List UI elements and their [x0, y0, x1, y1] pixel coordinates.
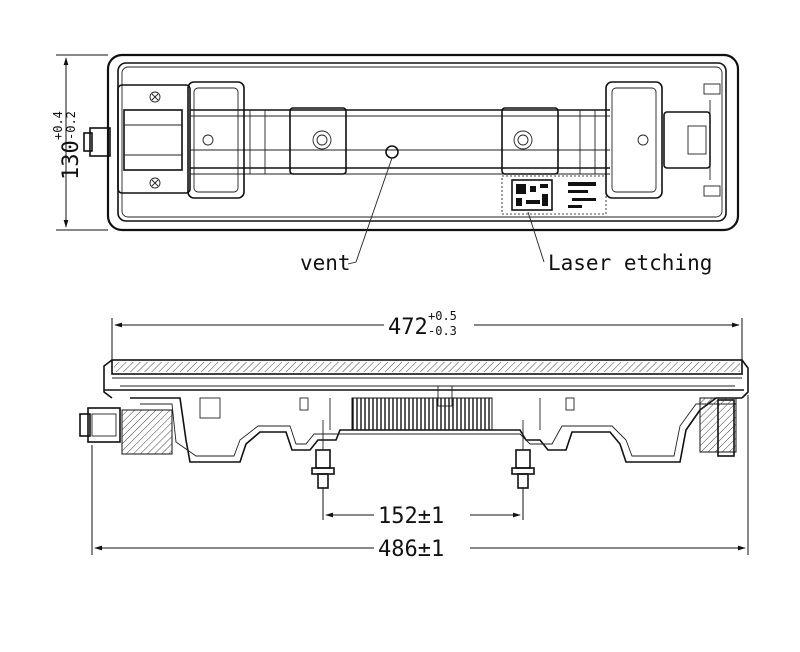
- laser-leader: [527, 211, 545, 263]
- mount-stud-left: [311, 420, 335, 489]
- mount-block-right: [501, 107, 559, 175]
- heatsink-fins: [351, 397, 493, 431]
- end-block-left: [187, 81, 245, 199]
- vent-leader: [347, 157, 393, 265]
- connector-side-left: [79, 407, 173, 455]
- mount-stud-right: [511, 420, 535, 489]
- mount-block-left: [289, 107, 347, 175]
- length-tol-plus: +0.5: [428, 309, 457, 323]
- latch-side-right: [699, 397, 737, 457]
- mount-spacing-value: 152±1: [378, 504, 444, 529]
- end-block-right: [605, 81, 663, 199]
- top-view: vent Laser etching 130 +0.4 -0.2: [51, 53, 740, 275]
- side-view: 472 +0.5 -0.3 152±1 486±1: [79, 309, 749, 562]
- height-nominal: 130: [59, 140, 84, 180]
- height-tol-plus: +0.4: [51, 111, 65, 140]
- latch-right: [663, 83, 721, 197]
- top-plate: [111, 359, 743, 375]
- body-section: [130, 397, 742, 463]
- connector-left: [83, 84, 191, 194]
- vent-hole: [385, 145, 399, 159]
- laser-etching-area: [501, 175, 607, 215]
- length-nominal: 472: [388, 315, 428, 340]
- mount-spacing-dimension: 152±1: [322, 488, 524, 529]
- height-tol-minus: -0.2: [64, 111, 78, 140]
- overall-length-value: 486±1: [378, 537, 444, 562]
- housing-outline: [106, 53, 740, 232]
- length-dimension: 472 +0.5 -0.3: [111, 309, 743, 360]
- height-dimension: 130 +0.4 -0.2: [51, 54, 108, 231]
- length-tol-minus: -0.3: [428, 324, 457, 338]
- vent-label: vent: [300, 251, 351, 275]
- rails: [190, 109, 610, 175]
- laser-etching-label: Laser etching: [548, 251, 712, 275]
- overall-length-dimension: 486±1: [91, 395, 749, 562]
